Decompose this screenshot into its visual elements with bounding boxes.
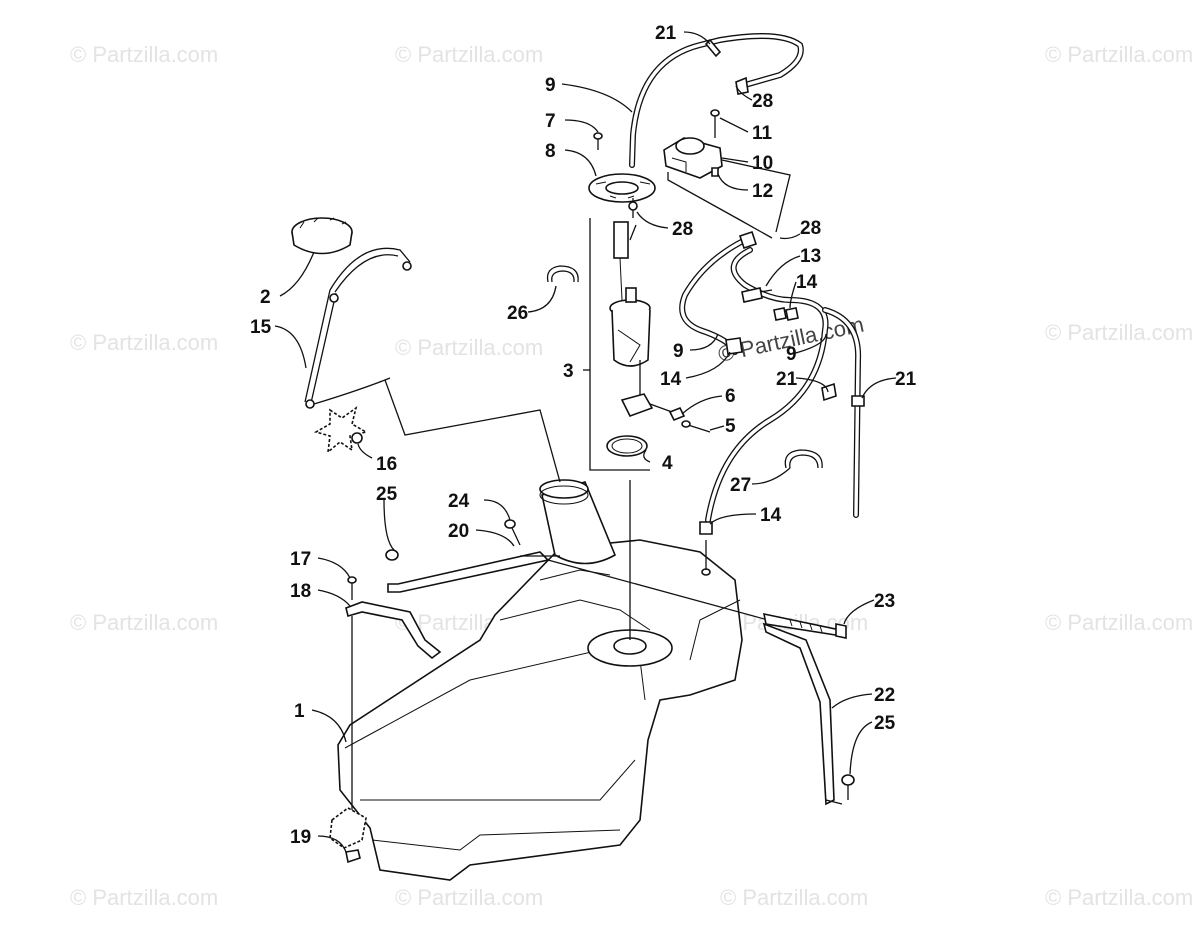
- callout-21: 21: [776, 369, 798, 390]
- callout-17: 17: [290, 549, 311, 570]
- callout-18: 18: [290, 581, 311, 602]
- callout-9: 9: [545, 75, 556, 96]
- callout-3: 3: [563, 361, 574, 382]
- callout-14: 14: [760, 505, 782, 526]
- callout-11: 11: [752, 123, 773, 144]
- watermark: © Partzilla.com: [395, 42, 543, 67]
- seal-ring: [606, 435, 648, 457]
- vent-hose: [822, 307, 865, 518]
- callout-8: 8: [545, 141, 556, 162]
- watermark: © Partzilla.com: [1045, 320, 1193, 345]
- callout-labels: 21 9 28 7 11 8 10 12 28 28 13 14 2 15 26…: [250, 23, 917, 848]
- fitting: [741, 287, 799, 321]
- lock-ring: [588, 173, 656, 203]
- callout-10: 10: [752, 153, 773, 174]
- screw-and-nut: [668, 406, 711, 433]
- callout-25: 25: [874, 713, 896, 734]
- watermark: © Partzilla.com: [1045, 885, 1193, 910]
- callout-1: 1: [294, 701, 305, 722]
- hold-down-strap: [345, 576, 442, 822]
- callout-28: 28: [672, 219, 693, 240]
- callout-9: 9: [786, 344, 797, 365]
- rear-strap: [762, 622, 855, 806]
- screw: [593, 132, 603, 150]
- cap-tether: [304, 247, 412, 409]
- callout-13: 13: [800, 246, 821, 267]
- callout-26: 26: [507, 303, 528, 324]
- callout-28: 28: [800, 218, 821, 239]
- fuel-pump: [663, 109, 791, 239]
- filler-neck: [539, 479, 617, 565]
- callout-6: 6: [725, 386, 736, 407]
- star-washer: [313, 406, 369, 454]
- callout-20: 20: [448, 521, 469, 542]
- callout-4: 4: [662, 453, 673, 474]
- watermark: © Partzilla.com: [70, 330, 218, 355]
- callout-14: 14: [660, 369, 682, 390]
- watermark: © Partzilla.com: [70, 610, 218, 635]
- filler-cap: [291, 217, 353, 255]
- watermark: © Partzilla.com: [1045, 42, 1193, 67]
- callout-21: 21: [895, 369, 917, 390]
- upper-hose: [629, 33, 804, 168]
- callout-24: 24: [448, 491, 470, 512]
- callout-7: 7: [545, 111, 556, 132]
- watermark: © Partzilla.com: [1045, 610, 1193, 635]
- hose-clamp: [784, 449, 823, 469]
- fuel-tank: [337, 539, 743, 881]
- callout-15: 15: [250, 317, 272, 338]
- tank-bracket: [385, 519, 560, 593]
- right-hose-loop: [679, 230, 837, 576]
- watermark: © Partzilla.com: [395, 335, 543, 360]
- lower-washer: [329, 807, 367, 864]
- callout-5: 5: [725, 416, 736, 437]
- watermark: © Partzilla.com: [70, 42, 218, 67]
- callout-27: 27: [730, 475, 751, 496]
- fuel-pump-assembly: [609, 221, 673, 417]
- callout-16: 16: [376, 454, 397, 475]
- watermark: © Partzilla.com: [720, 885, 868, 910]
- callout-28: 28: [752, 91, 773, 112]
- watermark: © Partzilla.com: [395, 885, 543, 910]
- callout-22: 22: [874, 685, 895, 706]
- callout-25: 25: [376, 484, 398, 505]
- leader-lines: [274, 31, 897, 853]
- hose-clamp: [546, 265, 579, 283]
- callout-21: 21: [655, 23, 677, 44]
- callout-14: 14: [796, 272, 818, 293]
- watermark: © Partzilla.com: [70, 885, 218, 910]
- callout-12: 12: [752, 181, 773, 202]
- callout-2: 2: [260, 287, 271, 308]
- callout-19: 19: [290, 827, 311, 848]
- callout-23: 23: [874, 591, 895, 612]
- tension-rod: [547, 559, 847, 639]
- callout-9: 9: [673, 341, 684, 362]
